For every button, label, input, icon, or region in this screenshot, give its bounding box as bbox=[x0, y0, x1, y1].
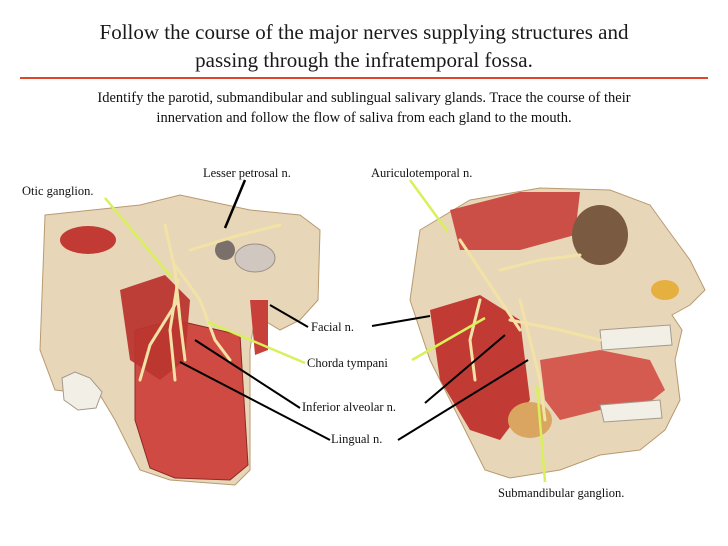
left-sinus-cavity bbox=[60, 226, 116, 254]
right-anatomy-figure bbox=[409, 187, 706, 479]
left-ear-structure bbox=[234, 243, 276, 273]
pointer-submandibular-ganglion bbox=[535, 384, 547, 483]
right-orbit bbox=[572, 205, 628, 265]
subtitle-line-1: Identify the parotid, submandibular and … bbox=[97, 90, 631, 106]
pointer-chorda-right bbox=[411, 316, 486, 362]
left-teeth bbox=[61, 371, 103, 411]
right-nasal-region bbox=[651, 280, 679, 300]
left-anatomy-figure bbox=[39, 194, 321, 486]
right-upper-teeth bbox=[599, 324, 673, 351]
label-lingual: Lingual n. bbox=[331, 432, 383, 446]
pointer-inferior-alveolar-left bbox=[194, 339, 301, 409]
label-lesser-petrosal: Lesser petrosal n. bbox=[203, 166, 291, 180]
pointer-lingual-right bbox=[397, 359, 529, 441]
pointer-chorda-left bbox=[207, 320, 306, 365]
pointer-auriculotemporal bbox=[408, 179, 450, 233]
left-nerve-bundle bbox=[138, 223, 282, 382]
label-facial: Facial n. bbox=[311, 320, 355, 334]
label-submandibular-ganglion: Submandibular ganglion. bbox=[498, 486, 625, 500]
pointer-lesser-petrosal bbox=[223, 179, 247, 229]
right-nerve-bundle bbox=[458, 238, 602, 422]
label-otic-ganglion: Otic ganglion. bbox=[22, 184, 94, 198]
title-line-2: passing through the infratemporal fossa. bbox=[195, 48, 533, 72]
pointer-lines bbox=[104, 179, 547, 483]
title-divider bbox=[20, 77, 708, 79]
pointer-lingual-left bbox=[179, 361, 331, 441]
left-middle-ear bbox=[215, 240, 235, 260]
right-temporalis-muscle bbox=[450, 192, 580, 250]
title-line-1: Follow the course of the major nerves su… bbox=[99, 20, 629, 44]
label-inferior-alveolar: Inferior alveolar n. bbox=[302, 400, 397, 414]
label-chorda-tympani: Chorda tympani bbox=[307, 356, 388, 370]
right-lower-teeth bbox=[599, 399, 663, 423]
pointer-otic-ganglion bbox=[104, 197, 173, 279]
pointer-inferior-alveolar-right bbox=[424, 334, 506, 404]
subtitle-line-2: innervation and follow the flow of saliv… bbox=[156, 110, 572, 126]
slide-title: Follow the course of the major nerves su… bbox=[20, 18, 708, 74]
pointer-facial-right bbox=[371, 315, 431, 327]
slide-subtitle: Identify the parotid, submandibular and … bbox=[22, 88, 706, 128]
label-auriculotemporal: Auriculotemporal n. bbox=[371, 166, 473, 180]
pointer-facial-left bbox=[269, 304, 309, 328]
